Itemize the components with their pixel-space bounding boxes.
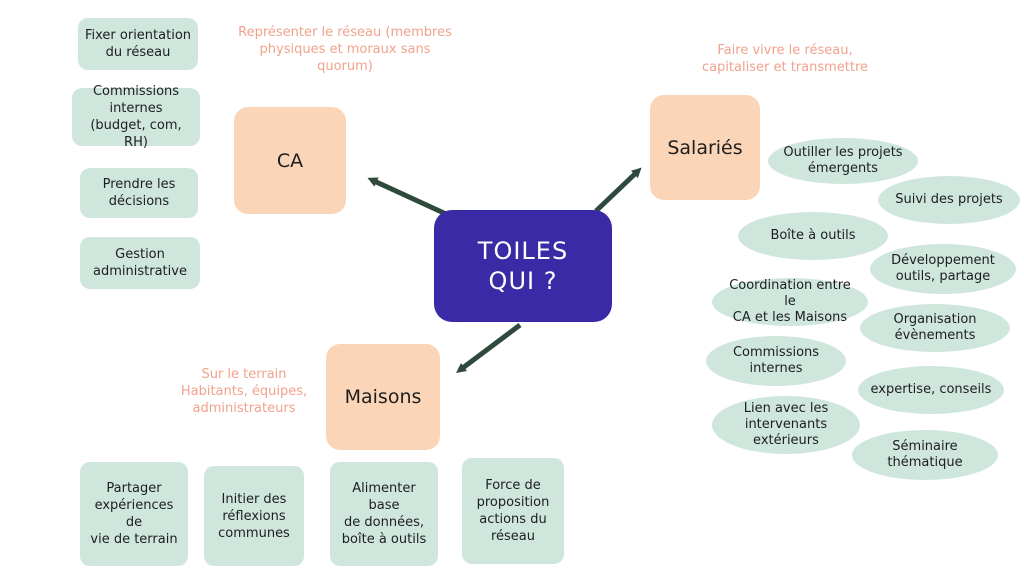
hub-label: TOILES QUI ?: [477, 237, 569, 295]
arrow-to-ca: [367, 177, 448, 217]
ca-label: CA: [276, 149, 304, 172]
maisons-item-partager: Partager expériences de vie de terrain: [80, 462, 188, 566]
salaries-item-boite: Boîte à outils: [738, 212, 888, 260]
salaries-note: Faire vivre le réseau, capitaliser et tr…: [701, 43, 869, 75]
maisons-item-initier: Initier des réflexions communes: [204, 466, 304, 566]
salaries-item-seminaire: Séminaire thématique: [852, 430, 998, 480]
salaries-item-lien: Lien avec les intervenants extérieurs: [712, 396, 860, 454]
ca-box: CA: [234, 107, 346, 214]
salaries-item-outiller: Outiller les projets émergents: [768, 138, 918, 184]
ca-item-4: Gestion administrative: [80, 237, 200, 289]
salaries-item-commissions: Commissions internes: [706, 336, 846, 386]
maisons-item-force: Force de proposition actions du réseau: [462, 458, 564, 564]
arrow-to-maisons: [456, 323, 522, 373]
salaries-item-developpement: Développement outils, partage: [870, 244, 1016, 294]
salaries-item-organisation: Organisation évènements: [860, 304, 1010, 352]
salaries-item-coordination: Coordination entre le CA et les Maisons: [712, 278, 868, 326]
ca-item-2: Commissions internes (budget, com, RH): [72, 84, 200, 150]
salaries-item-expertise: expertise, conseils: [858, 366, 1004, 414]
salaries-item-suivi: Suivi des projets: [878, 176, 1020, 224]
salaries-label: Salariés: [667, 136, 743, 159]
hub-toiles-qui: TOILES QUI ?: [434, 210, 612, 322]
ca-item-3: Prendre les décisions: [80, 168, 198, 218]
maisons-box: Maisons: [326, 344, 440, 450]
ca-note: Représenter le réseau (membres physiques…: [238, 25, 452, 74]
maisons-item-alimenter: Alimenter base de données, boîte à outil…: [330, 462, 438, 566]
arrow-to-salaries: [594, 167, 642, 213]
salaries-box: Salariés: [650, 95, 760, 200]
maisons-label: Maisons: [344, 386, 422, 408]
ca-item-1: Fixer orientation du réseau: [78, 18, 198, 70]
maisons-note: Sur le terrain Habitants, équipes, admin…: [180, 367, 308, 416]
